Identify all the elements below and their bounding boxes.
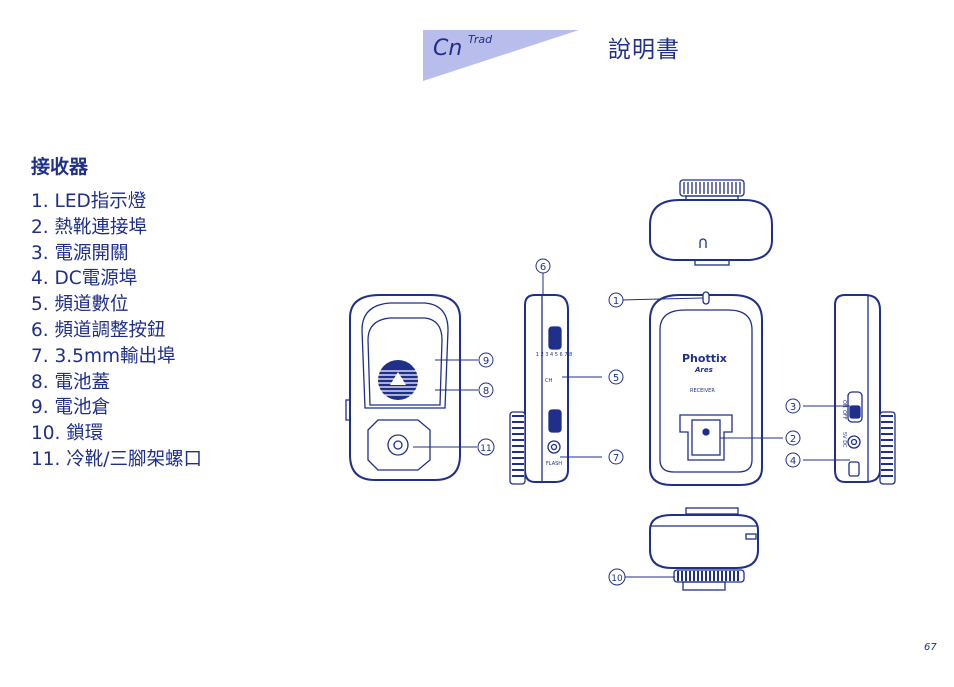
callout-6: 6 [540, 262, 546, 273]
callout-7: 7 [613, 453, 619, 464]
list-item: 9. 電池倉 [31, 397, 111, 419]
callout-9: 9 [483, 356, 489, 367]
switch-off-label: OFF [841, 410, 847, 420]
list-item: 10. 鎖環 [31, 423, 104, 445]
list-item: 4. DC電源埠 [31, 268, 138, 290]
channel-digits: 1 2 3 4 5 6 7 8 [536, 352, 573, 358]
callout-11: 11 [480, 444, 491, 454]
bottom-view [649, 507, 759, 591]
callout-5: 5 [613, 373, 619, 384]
language-tab: Cn Trad [423, 30, 579, 81]
section-heading: 接收器 [31, 156, 89, 178]
receiver-diagram: 1 2 3 4 5 6 7 8 CH FLASH Phottix Ares RE… [340, 170, 940, 600]
top-view [649, 179, 773, 266]
list-item: 3. 電源開關 [31, 242, 129, 264]
switch-on-label: ON [841, 400, 847, 408]
dc-label: 5V DC [841, 432, 847, 448]
list-item: 6. 頻道調整按鈕 [31, 319, 166, 341]
list-item: 7. 3.5mm輸出埠 [31, 345, 176, 367]
flash-label: FLASH [546, 461, 562, 467]
list-item: 5. 頻道數位 [31, 294, 129, 316]
language-tab-shape [423, 30, 579, 81]
list-item: 2. 熱靴連接埠 [31, 216, 148, 238]
callout-8: 8 [483, 386, 489, 397]
callout-4: 4 [790, 456, 796, 467]
list-item: 8. 電池蓋 [31, 371, 111, 393]
page-number: 67 [924, 642, 937, 653]
callouts: 1 2 3 4 5 6 7 8 9 10 11 [477, 258, 801, 586]
right-side-view: ON OFF 5V DC [834, 294, 896, 485]
list-item: 1. LED指示燈 [31, 191, 147, 212]
callout-1: 1 [613, 296, 619, 307]
language-variant: Trad [468, 33, 493, 46]
brand-logo: Phottix [682, 352, 727, 365]
device-label: RECEIVER [690, 388, 715, 394]
callout-2: 2 [790, 434, 796, 445]
back-view [345, 294, 461, 481]
leader-lines [413, 271, 850, 578]
callout-3: 3 [790, 402, 796, 413]
ch-label: CH [545, 378, 552, 384]
list-item: 11. 冷靴/三腳架螺口 [31, 448, 203, 470]
language-code: Cn [433, 36, 463, 61]
model-name: Ares [694, 366, 713, 374]
parts-list: 1. LED指示燈 2. 熱靴連接埠 3. 電源開關 4. DC電源埠 5. 頻… [31, 189, 202, 473]
left-side-view: 1 2 3 4 5 6 7 8 CH FLASH [509, 294, 573, 485]
document-title: 說明書 [608, 37, 680, 63]
front-view: Phottix Ares RECEIVER [649, 291, 763, 486]
callout-10: 10 [611, 574, 623, 584]
